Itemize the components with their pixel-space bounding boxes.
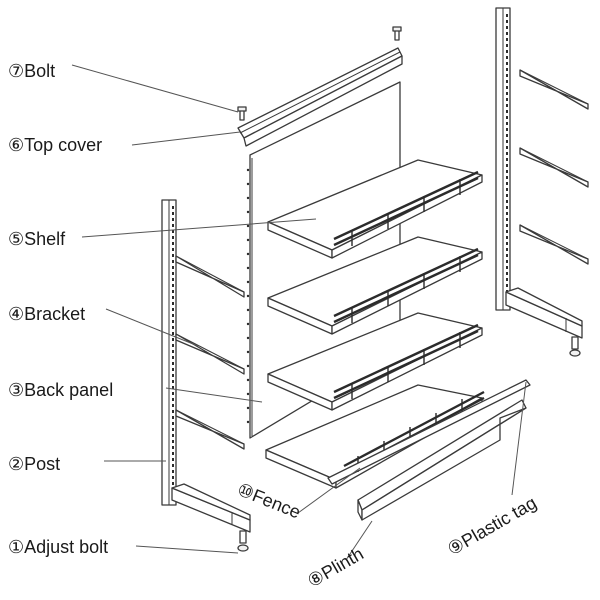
top-cover [237, 47, 403, 147]
label-plastic-tag: ⑨Plastic tag [444, 493, 540, 560]
shelf-1 [267, 159, 483, 259]
right-brackets [519, 69, 589, 265]
plinth [357, 399, 527, 521]
label-shelf: ⑤Shelf [8, 229, 66, 249]
bolt-top-right [392, 26, 402, 41]
right-post [495, 7, 583, 357]
left-post-slots [172, 206, 174, 497]
left-brackets [175, 255, 245, 450]
back-panel-holes [246, 168, 250, 424]
label-bracket: ④Bracket [8, 304, 85, 324]
label-back-panel: ③Back panel [8, 380, 113, 400]
leader-lines [71, 64, 527, 561]
plastic-tag [327, 379, 531, 485]
label-adjust-bolt: ①Adjust bolt [8, 537, 108, 557]
label-top-cover: ⑥Top cover [8, 135, 102, 155]
left-post [161, 199, 251, 552]
shelf-2 [267, 236, 483, 335]
shelf-3 [267, 312, 483, 411]
label-plinth: ⑧Plinth [304, 544, 367, 592]
label-bolt: ⑦Bolt [8, 61, 55, 81]
label-post: ②Post [8, 454, 60, 474]
right-post-slots [506, 14, 508, 305]
bolt-left [237, 106, 247, 121]
